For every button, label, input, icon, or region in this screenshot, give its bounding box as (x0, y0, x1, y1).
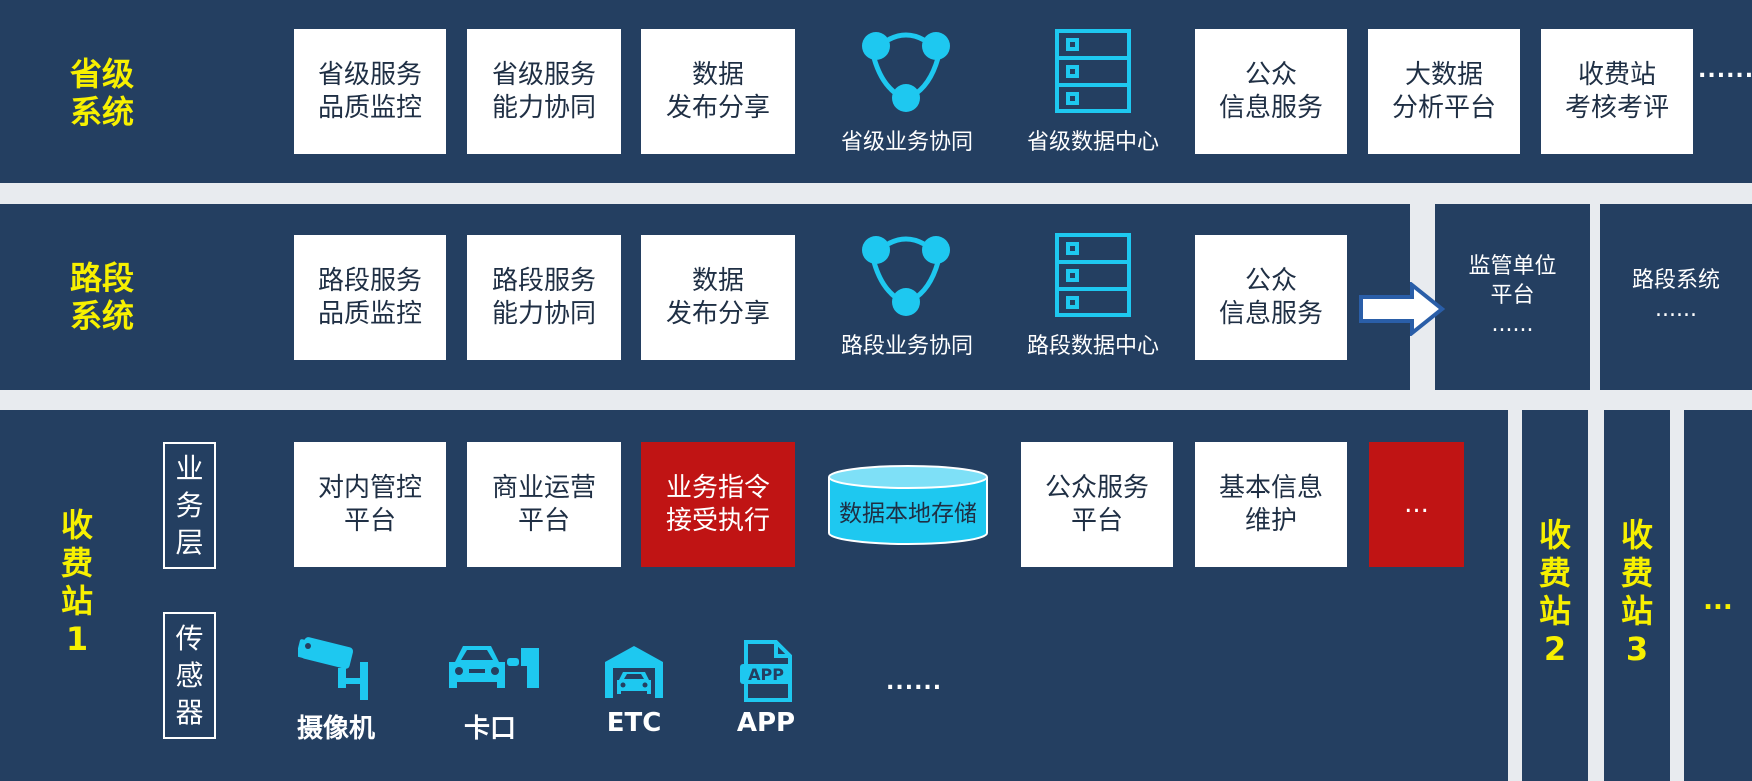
provincial-capability-box: 省级服务 能力协同 (467, 29, 621, 154)
provincial-title: 省级 系统 (69, 55, 134, 131)
vehicle-checkpoint-icon (449, 646, 539, 688)
station-more-panel (1684, 410, 1752, 781)
road-datacenter-label: 路段数据中心 (1026, 334, 1159, 359)
database-cylinder-icon (828, 465, 988, 545)
network-collaboration-icon (862, 32, 950, 112)
provincial-collab-label: 省级业务协同 (840, 130, 973, 155)
command-exec-box: 业务指令 接受执行 (641, 442, 795, 567)
more-stations-ellipsis: ... (1703, 586, 1733, 616)
station1-title: 收 费 站 1 (60, 506, 93, 658)
provincial-ellipsis: ...... (1698, 58, 1752, 83)
regulator-platform-text: 监管单位 平台 ...... (1468, 254, 1557, 337)
provincial-publish-box: 数据 发布分享 (641, 29, 795, 154)
app-label: APP (736, 708, 796, 738)
road-title: 路段 系统 (69, 259, 134, 335)
sensor-layer-label: 传 感 器 (163, 612, 216, 739)
provincial-datacenter-label: 省级数据中心 (1026, 130, 1159, 155)
provincial-quality-box: 省级服务 品质监控 (294, 29, 446, 154)
road-publish-box: 数据 发布分享 (641, 235, 795, 360)
right-arrow-icon (1359, 282, 1446, 336)
camera-icon (298, 637, 368, 700)
road-quality-box: 路段服务 品质监控 (294, 235, 446, 360)
etc-gate-icon (605, 646, 663, 698)
road-public-info-box: 公众 信息服务 (1195, 235, 1347, 360)
business-layer-label: 业 务 层 (163, 442, 216, 569)
sensor-ellipsis: ...... (886, 670, 943, 695)
basic-info-box: 基本信息 维护 (1195, 442, 1347, 567)
camera-label: 摄像机 (296, 714, 375, 744)
app-file-icon: APP (740, 640, 792, 702)
provincial-bigdata-box: 大数据 分析平台 (1368, 29, 1520, 154)
more-business-box: ... (1369, 442, 1464, 567)
station2-panel (1522, 410, 1588, 781)
road-system-text: 路段系统 ...... (1631, 268, 1720, 322)
server-rack-icon (1055, 29, 1131, 113)
station2-title: 收 费 站 2 (1538, 516, 1571, 668)
internal-control-box: 对内管控 平台 (294, 442, 446, 567)
local-storage-label: 数据本地存储 (839, 501, 977, 527)
server-rack-icon (1055, 233, 1131, 317)
provincial-station-eval-box: 收费站 考核考评 (1541, 29, 1693, 154)
road-side-panel-1 (1435, 204, 1590, 390)
network-collaboration-icon (862, 236, 950, 316)
road-collab-label: 路段业务协同 (840, 334, 973, 359)
station3-panel (1604, 410, 1670, 781)
station3-title: 收 费 站 3 (1620, 516, 1653, 668)
road-side-panel-2 (1600, 204, 1752, 390)
app-icon-text: APP (748, 665, 784, 684)
provincial-public-info-box: 公众 信息服务 (1195, 29, 1347, 154)
public-service-box: 公众服务 平台 (1021, 442, 1173, 567)
road-capability-box: 路段服务 能力协同 (467, 235, 621, 360)
checkpoint-label: 卡口 (463, 714, 516, 744)
commercial-ops-box: 商业运营 平台 (467, 442, 621, 567)
etc-label: ETC (606, 708, 662, 738)
